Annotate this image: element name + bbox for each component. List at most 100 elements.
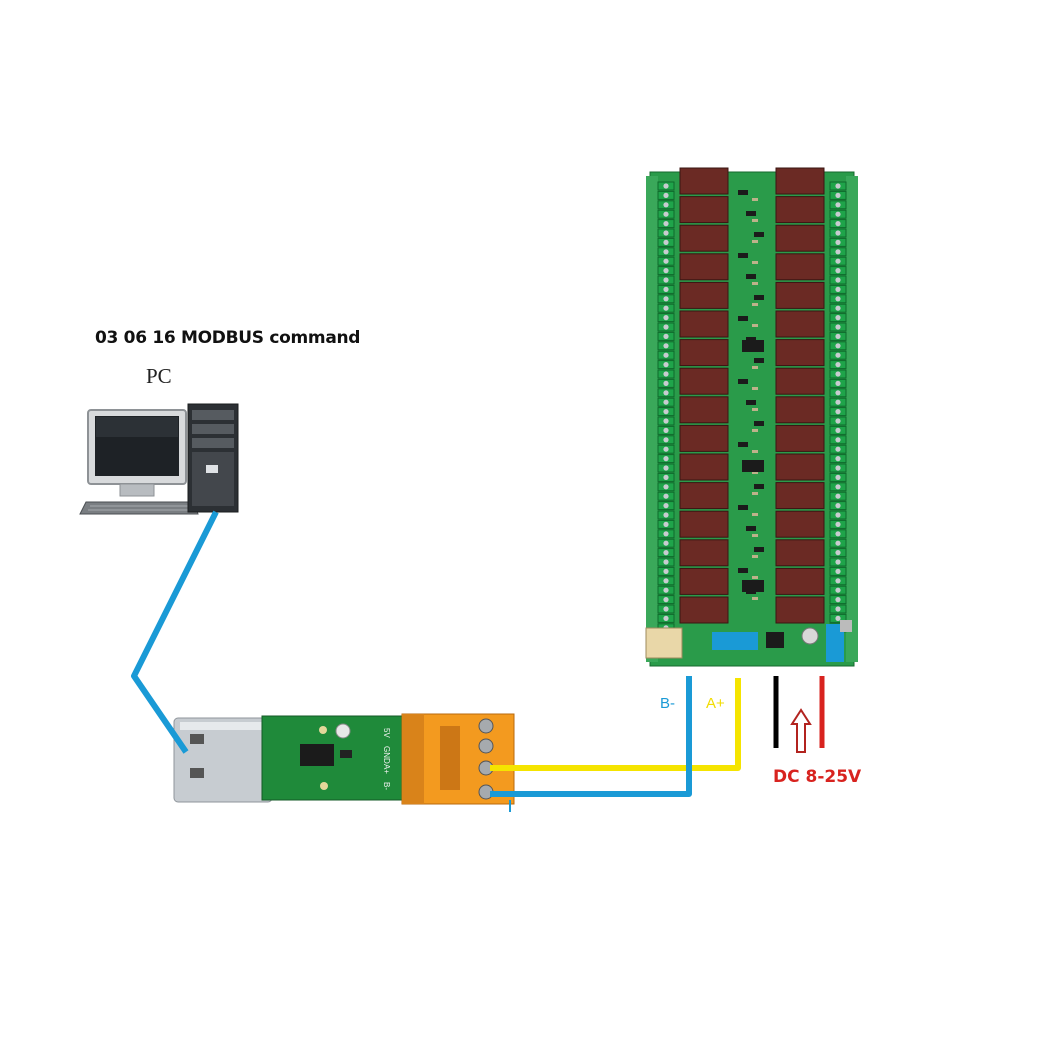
smd-component (754, 358, 764, 363)
terminal-screw (835, 230, 841, 236)
wire-b-label: B- (660, 695, 675, 712)
terminal-screw (835, 399, 841, 405)
dip-switch (712, 632, 758, 650)
smd-component (754, 232, 764, 237)
relay (679, 482, 729, 510)
terminal-screw (663, 615, 669, 622)
pc-label: PC (146, 364, 172, 388)
terminal-screw (663, 380, 669, 386)
terminal-screw (835, 512, 841, 518)
wire-b-minus (490, 676, 692, 797)
smd-component (752, 282, 758, 285)
terminal-screw (663, 446, 669, 452)
relay (679, 224, 729, 252)
terminal-screw (663, 305, 669, 311)
terminal-screw (835, 568, 841, 575)
relay (775, 567, 825, 595)
smd-component (746, 526, 756, 531)
smd-component (752, 261, 758, 264)
terminal-screw (835, 540, 841, 546)
terminal-screw (663, 258, 669, 264)
terminal-screw (663, 371, 669, 377)
smd-component (752, 576, 758, 579)
relay (775, 453, 825, 481)
smd-component (746, 274, 756, 279)
right-relay-column (775, 167, 825, 624)
smd-component (752, 303, 758, 306)
right-terminal-strip (829, 181, 847, 633)
relay-board (645, 167, 858, 667)
terminal-screw (663, 362, 669, 368)
terminal-screw (663, 521, 669, 528)
terminal-screw (663, 587, 669, 593)
terminal-screw (835, 606, 841, 612)
terminal-screw (835, 465, 841, 471)
usb-rs485-adapter: 5V GND A+ B- (173, 713, 515, 805)
relay (775, 482, 825, 510)
relay (775, 281, 825, 309)
terminal-screw (835, 183, 841, 189)
terminal-screw (835, 258, 841, 264)
relay (679, 596, 729, 624)
power-jack (645, 627, 683, 659)
terminal-screw (663, 550, 669, 556)
terminal-screw (663, 568, 669, 575)
terminal-screw (663, 559, 669, 565)
terminal-screw (835, 296, 841, 302)
terminal-screw (835, 249, 841, 255)
adapter-label-gnd: GND (382, 746, 391, 764)
relay (775, 424, 825, 452)
wire-a-plus (490, 678, 741, 771)
terminal-screw (663, 324, 669, 330)
terminal-screw (835, 211, 841, 217)
terminal-screw (835, 493, 841, 499)
terminal-screw (663, 437, 669, 443)
smd-component (752, 219, 758, 222)
terminal-screw (663, 531, 669, 537)
smd-component (752, 597, 758, 600)
relay (679, 396, 729, 424)
smd-component (752, 387, 758, 390)
terminal-screw (835, 474, 841, 480)
terminal-screw (835, 550, 841, 556)
adapter-label-5v: 5V (382, 728, 391, 738)
terminal-screw (835, 390, 841, 396)
relay (679, 253, 729, 281)
adapter-label-b: B- (382, 782, 391, 790)
monitor (87, 409, 187, 497)
wire-a-label: A+ (706, 695, 725, 712)
relay (679, 196, 729, 224)
terminal-screw (835, 221, 841, 227)
relay (775, 196, 825, 224)
desktop-computer-icon (79, 403, 239, 515)
left-relay-column (679, 167, 729, 624)
relay (679, 367, 729, 395)
relay (775, 510, 825, 538)
terminal-screw (663, 239, 669, 245)
terminal-screw (835, 268, 841, 274)
terminal-screw (835, 427, 841, 433)
usb-cable (131, 510, 219, 754)
relay (775, 167, 825, 195)
smd-component (754, 547, 764, 552)
adapter-chip (300, 744, 334, 766)
smd-component (738, 379, 748, 384)
terminal-screw (663, 399, 669, 405)
driver-chip (742, 460, 764, 472)
smd-component (752, 513, 758, 516)
smd-component (738, 568, 748, 573)
driver-chip (742, 340, 764, 352)
driver-components (738, 190, 764, 600)
terminal-screw (835, 352, 841, 358)
terminal-screw (663, 249, 669, 255)
smd-component (752, 492, 758, 495)
terminal-screw (835, 456, 841, 462)
terminal-screw (663, 221, 669, 227)
relay (775, 224, 825, 252)
terminal-screw (663, 409, 669, 415)
terminal-screw (835, 286, 841, 292)
relay (679, 167, 729, 195)
relay (775, 367, 825, 395)
smd-component (738, 190, 748, 195)
